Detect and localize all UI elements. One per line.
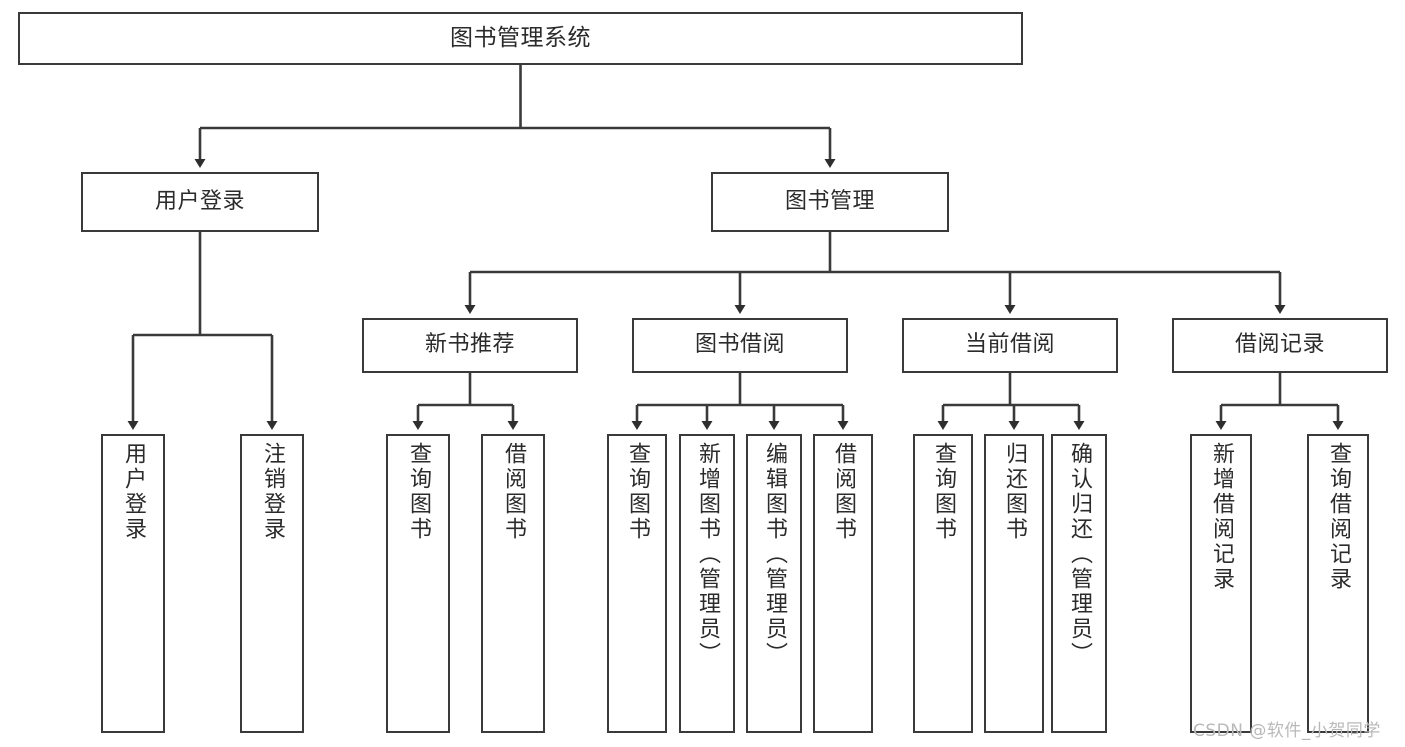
csdn-watermark: CSDN @软件_小贺同学 [1193,721,1381,741]
node-label: 借阅记录 [1234,332,1325,358]
node-label: 查询图书 [406,442,431,542]
node-borrow-record[interactable]: 借阅记录 [1172,318,1388,373]
node-label: 查询借阅记录 [1326,442,1351,592]
leaf-user-logout[interactable]: 注销登录 [240,434,304,733]
node-label: 借阅图书 [501,442,526,542]
node-user-login[interactable]: 用户登录 [81,172,319,232]
node-book-borrow[interactable]: 图书借阅 [632,318,848,373]
node-label: 图书管理系统 [450,24,591,51]
node-root-system[interactable]: 图书管理系统 [18,12,1023,65]
node-label: 新增借阅记录 [1209,442,1234,592]
leaf-edit-book[interactable]: 编辑图书（管理员） [746,434,802,733]
leaf-borrow-book-1[interactable]: 借阅图书 [481,434,545,733]
leaf-add-book[interactable]: 新增图书（管理员） [679,434,735,733]
node-label: 借阅图书 [831,442,856,542]
node-label: 用户登录 [121,442,146,542]
leaf-user-login[interactable]: 用户登录 [101,434,165,733]
leaf-add-record[interactable]: 新增借阅记录 [1190,434,1252,733]
leaf-borrow-book-2[interactable]: 借阅图书 [813,434,873,733]
node-label: 图书借阅 [694,332,785,358]
node-label: 新增图书（管理员） [695,442,720,667]
node-label: 查询图书 [625,442,650,542]
node-label: 注销登录 [260,442,285,542]
node-label: 图书管理 [784,188,875,214]
node-label: 归还图书 [1002,442,1027,542]
node-new-book-recommend[interactable]: 新书推荐 [362,318,578,373]
node-book-manage[interactable]: 图书管理 [711,172,949,232]
node-label: 新书推荐 [424,332,515,358]
leaf-query-record[interactable]: 查询借阅记录 [1307,434,1369,733]
leaf-return-book[interactable]: 归还图书 [984,434,1044,733]
node-label: 编辑图书（管理员） [762,442,787,667]
leaf-confirm-return[interactable]: 确认归还（管理员） [1051,434,1107,733]
leaf-query-book-2[interactable]: 查询图书 [607,434,667,733]
node-label: 查询图书 [931,442,956,542]
node-label: 确认归还（管理员） [1067,442,1092,667]
leaf-query-book-3[interactable]: 查询图书 [913,434,973,733]
node-label: 当前借阅 [964,332,1055,358]
node-label: 用户登录 [154,188,245,214]
node-current-borrow[interactable]: 当前借阅 [902,318,1118,373]
leaf-query-book-1[interactable]: 查询图书 [386,434,450,733]
